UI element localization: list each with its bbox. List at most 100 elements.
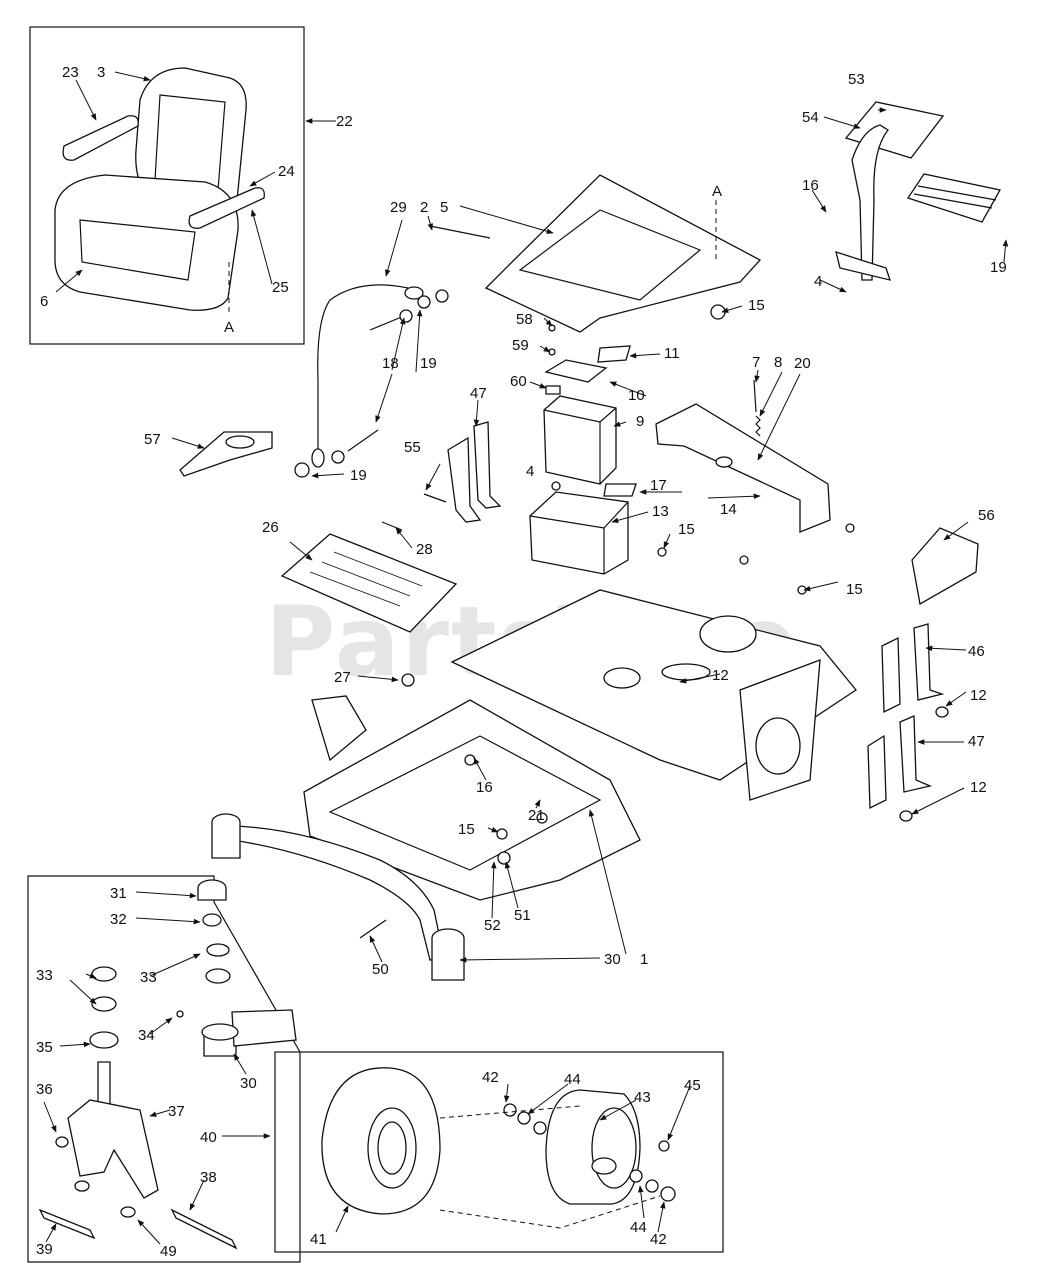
callout-44b: 44 [630,1219,647,1236]
callout-numbers: 1 2 3 4 4 5 6 7 8 9 10 11 12 12 12 13 14… [36,64,1007,1260]
seat-back [135,67,247,211]
callout-24: 24 [278,163,295,180]
marker-a-floor: A [712,183,722,200]
caster-yoke [67,1099,159,1199]
hold-down-10 [544,359,608,383]
caster-inset [27,875,301,1263]
callout-10: 10 [628,387,645,404]
callout-28: 28 [416,541,433,558]
callout-7: 7 [752,354,760,371]
callout-18: 18 [382,355,399,372]
callout-4b: 4 [526,463,534,480]
callout-27: 27 [334,669,351,686]
callout-16b: 16 [476,779,493,796]
callout-11: 11 [664,345,680,362]
callout-33b: 33 [140,969,157,986]
callout-39: 39 [36,1241,53,1258]
bracket-56 [911,527,979,606]
callout-60: 60 [510,373,527,390]
callout-47b: 47 [968,733,985,750]
footrest-grate [906,173,1002,223]
callout-26: 26 [262,519,279,536]
callout-30a: 30 [604,951,621,968]
callout-1: 1 [640,951,648,968]
callout-45: 45 [684,1077,701,1094]
callout-33a: 33 [36,967,53,984]
callout-9: 9 [636,413,644,430]
callout-52: 52 [484,917,501,934]
seat-pan [280,533,458,633]
marker-a-seat: A [224,319,234,336]
battery-cable [317,284,409,450]
callout-58: 58 [516,311,533,328]
callout-23: 23 [62,64,79,81]
callout-21: 21 [528,807,545,824]
callout-54: 54 [802,109,819,126]
callout-51: 51 [514,907,531,924]
battery-box [529,491,629,575]
callout-30b: 30 [240,1075,257,1092]
callout-50: 50 [372,961,389,978]
callout-17: 17 [650,477,667,494]
callout-12c: 12 [970,779,987,796]
main-frame [211,589,857,981]
bracket-47-upper [447,436,482,523]
callout-14: 14 [720,501,737,518]
battery [543,395,617,485]
bolt-2 [429,225,491,239]
callout-12a: 12 [712,667,729,684]
callout-43: 43 [634,1089,651,1106]
caster-inset-frame [27,875,301,1263]
callout-31: 31 [110,885,127,902]
callout-5: 5 [440,199,448,216]
callout-4: 4 [814,273,822,290]
callout-15c: 15 [846,581,863,598]
callout-55: 55 [404,439,421,456]
callout-34: 34 [138,1027,155,1044]
callout-16a: 16 [802,177,819,194]
seat-inset [29,26,305,345]
callout-41: 41 [310,1231,327,1248]
callout-46: 46 [968,643,985,660]
callout-32: 32 [110,911,127,928]
callout-19b: 19 [350,467,367,484]
footrest-bracket [851,124,889,281]
right-armrest [188,187,265,229]
callout-56: 56 [978,507,995,524]
callout-59: 59 [512,337,529,354]
label-17 [603,483,637,497]
bracket-46 [881,636,901,714]
callout-47a: 47 [470,385,487,402]
bracket-47-lower [867,734,887,810]
label-11 [597,345,631,363]
bracket-57 [179,431,273,477]
rear-cover [655,403,831,533]
callout-19c: 19 [990,259,1007,276]
floor-plate [429,174,762,333]
callout-15b: 15 [678,521,695,538]
callout-42b: 42 [650,1231,667,1248]
callout-22: 22 [336,113,353,130]
callout-19a: 19 [420,355,437,372]
battery-area [529,324,637,575]
seat-inset-frame [29,26,305,345]
callout-44a: 44 [564,1071,581,1088]
wheel-inset [274,1051,724,1253]
callout-25: 25 [272,279,289,296]
callout-29: 29 [390,199,407,216]
callout-12b: 12 [970,687,987,704]
callout-13: 13 [652,503,669,520]
footrest-assembly [835,101,1002,281]
leader-lines [43,71,1009,1245]
callout-15a: 15 [748,297,765,314]
callout-40: 40 [200,1129,217,1146]
callout-49: 49 [160,1243,177,1260]
callout-37: 37 [168,1103,185,1120]
wheel-inset-frame [274,1051,724,1253]
callout-8: 8 [774,354,782,371]
callout-20: 20 [794,355,811,372]
callout-35: 35 [36,1039,53,1056]
callout-53: 53 [848,71,865,88]
callout-3: 3 [97,64,105,81]
